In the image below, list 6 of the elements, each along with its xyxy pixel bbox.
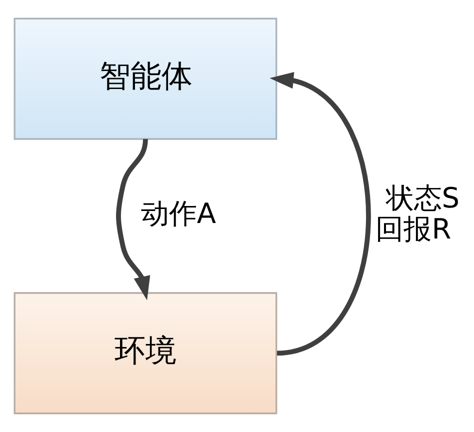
node-box: 环境 [13, 292, 277, 414]
edge-label: 动作A [140, 197, 216, 230]
arrow [116, 138, 150, 300]
node-box: 智能体 [13, 18, 277, 140]
arrow [269, 72, 370, 356]
edge-label: 状态S 回报R [375, 182, 460, 246]
